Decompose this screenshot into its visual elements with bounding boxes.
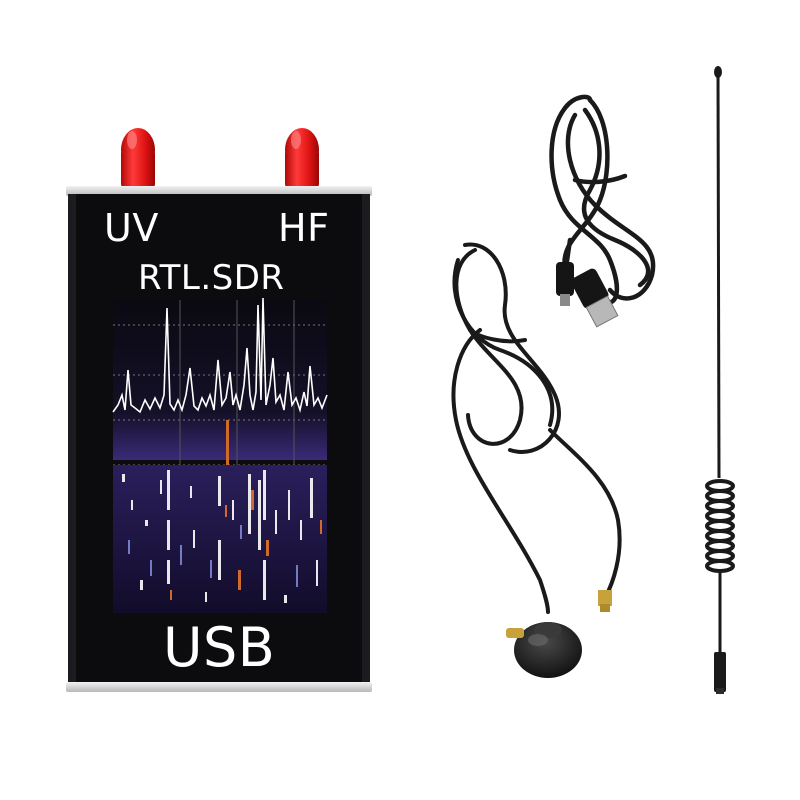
waterfall-display: [113, 465, 327, 613]
device-label-hf: HF: [278, 206, 330, 250]
sma-plug: [598, 590, 612, 612]
spectrum-trace: [112, 297, 328, 414]
micro-usb-plug: [556, 262, 574, 306]
top-rail: [66, 186, 372, 196]
whip-antenna: [705, 66, 735, 694]
spectrum-display: [112, 297, 328, 466]
device-label-uv: UV: [104, 206, 159, 250]
rtl-sdr-receiver: [66, 128, 372, 692]
magnetic-base-antenna: [451, 242, 622, 678]
device-interface-label: USB: [163, 616, 276, 679]
sma-connector-left: [121, 128, 155, 188]
usb-a-plug: [571, 268, 619, 328]
sma-connector-right: [285, 128, 319, 188]
device-model-label: RTL.SDR: [138, 258, 285, 298]
usb-cable: [549, 94, 656, 305]
magnetic-base: [506, 622, 582, 678]
bottom-rail: [66, 682, 372, 692]
